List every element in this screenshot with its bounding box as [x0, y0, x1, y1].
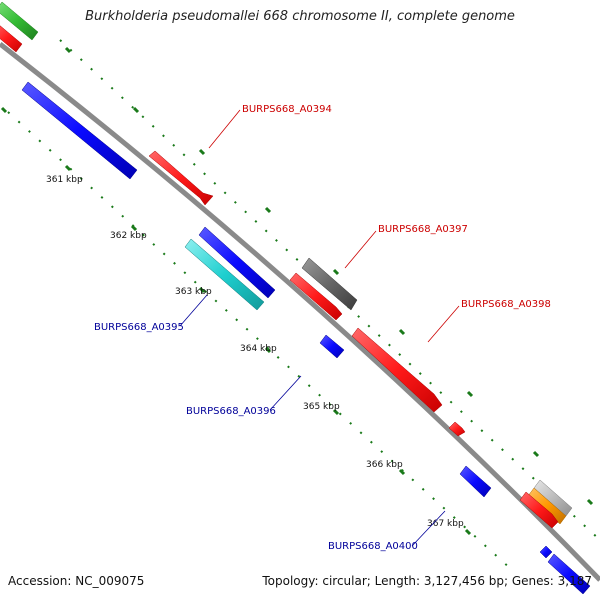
kbp-label-361: 361 kbp: [46, 175, 83, 185]
kbp-label-363: 363 kbp: [175, 287, 212, 297]
tick-mark: [0, 106, 472, 536]
gene-arrow-blue-e[interactable]: [547, 553, 591, 595]
gene-arrow-a0396[interactable]: [319, 334, 345, 359]
gene-arrow-red-top[interactable]: [0, 24, 23, 53]
leader-line-a0396: [269, 375, 302, 411]
gene-label-a0397[interactable]: BURPS668_A0397: [378, 224, 468, 235]
tick-marks: [0, 46, 594, 536]
leader-line-a0395: [179, 294, 208, 327]
leader-line-a0394: [208, 109, 241, 149]
inner-dotted-guide: [7, 111, 513, 571]
gene-label-a0394[interactable]: BURPS668_A0394: [242, 104, 332, 115]
kbp-label-367: 367 kbp: [427, 519, 464, 529]
gene-arrow-a0395[interactable]: [184, 238, 265, 311]
tick-mark: [64, 46, 594, 506]
gene-arrow-a0398[interactable]: [351, 327, 443, 413]
gene-label-a0398[interactable]: BURPS668_A0398: [461, 299, 551, 310]
gene-arrow-orange[interactable]: [527, 487, 567, 525]
gene-arrow-red-c[interactable]: [519, 491, 559, 529]
kbp-label-362: 362 kbp: [110, 231, 147, 241]
gene-arrow-blue-b[interactable]: [198, 226, 276, 299]
kbp-label-366: 366 kbp: [366, 460, 403, 470]
gene-arrow-blue-a[interactable]: [21, 81, 138, 180]
gene-label-a0400[interactable]: BURPS668_A0400: [328, 541, 418, 552]
gene-arrow-a0400[interactable]: [539, 545, 553, 559]
map-title: Burkholderia pseudomallei 668 chromosome…: [85, 9, 515, 24]
gene-arrow-a0397[interactable]: [301, 257, 358, 311]
topology-label: Topology: circular; Length: 3,127,456 bp…: [262, 574, 592, 588]
chromosome-backbone: [0, 42, 600, 582]
leader-line-a0398: [427, 305, 460, 343]
gene-arrow-blue-c[interactable]: [459, 465, 492, 498]
gene-arrow-a0394[interactable]: [148, 150, 214, 206]
kbp-label-364: 364 kbp: [240, 344, 277, 354]
gene-arrow-red-a[interactable]: [289, 272, 343, 321]
gene-label-a0396[interactable]: BURPS668_A0396: [186, 406, 276, 417]
leader-line-a0397: [344, 230, 377, 269]
gene-arrow-green[interactable]: [0, 1, 39, 41]
leader-line-a0400: [411, 510, 446, 547]
gene-arrow-red-small[interactable]: [448, 421, 466, 437]
gene-label-a0395[interactable]: BURPS668_A0395: [94, 322, 184, 333]
accession-label: Accession: NC_009075: [8, 574, 145, 588]
kbp-label-365: 365 kbp: [303, 402, 340, 412]
